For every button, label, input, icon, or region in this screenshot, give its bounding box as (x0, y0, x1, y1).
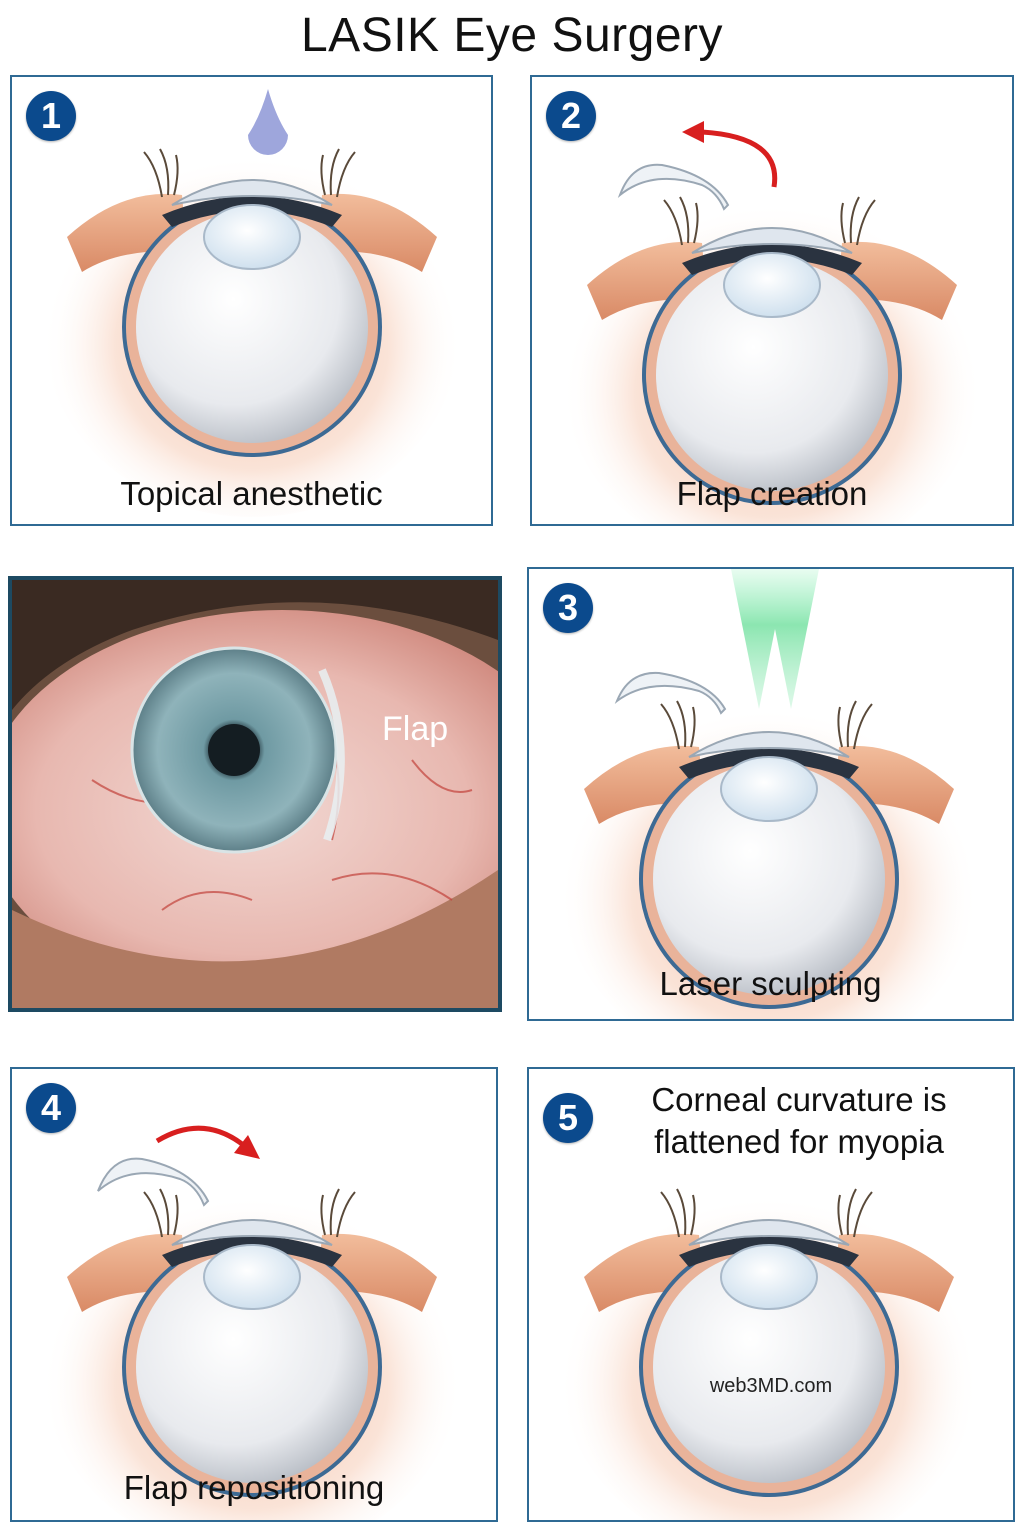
eye-illustration (40, 1125, 464, 1520)
red-arrow-icon (701, 129, 778, 188)
step-caption-line: Corneal curvature is (651, 1081, 947, 1118)
flap-photo: Flap (8, 576, 502, 1012)
step-panel-4: 4 Flap repositioning (10, 1067, 498, 1522)
watermark-text: web3MD.com (709, 1375, 833, 1397)
laser-beam (731, 569, 819, 709)
step-panel-1: 1 Topical anesthetic (10, 75, 493, 526)
lifted-flap (614, 671, 727, 715)
lifted-flap (617, 163, 730, 211)
step-panel-2: 2 Flap creation (530, 75, 1014, 526)
step-panel-5: 5 Corneal curvature is flattened for myo… (527, 1067, 1015, 1522)
eye-illustration (557, 569, 981, 1019)
step-number-badge: 5 (543, 1093, 593, 1143)
anesthetic-drop-icon (248, 89, 288, 155)
step-number-badge: 1 (26, 91, 76, 141)
red-arrow-icon (155, 1125, 244, 1147)
page-title: LASIK Eye Surgery (300, 9, 724, 62)
step-caption: Topical anesthetic (120, 475, 383, 512)
eye-illustration (40, 89, 464, 519)
step-caption: Corneal curvature is flattened for myopi… (599, 1079, 999, 1163)
step-caption-line: flattened for myopia (654, 1123, 944, 1160)
step-caption: Flap creation (676, 475, 868, 512)
step-number-badge: 2 (546, 91, 596, 141)
eye-illustration (560, 121, 984, 524)
lifted-flap (97, 1157, 210, 1207)
step-caption: Flap repositioning (123, 1469, 385, 1506)
step-number-badge: 3 (543, 583, 593, 633)
step-panel-3: 3 Laser sculpting (527, 567, 1014, 1021)
eye-photo-illustration (12, 580, 498, 1008)
step-number-badge: 4 (26, 1083, 76, 1133)
flap-label: Flap (382, 710, 449, 748)
step-caption: Laser sculpting (659, 965, 882, 1002)
